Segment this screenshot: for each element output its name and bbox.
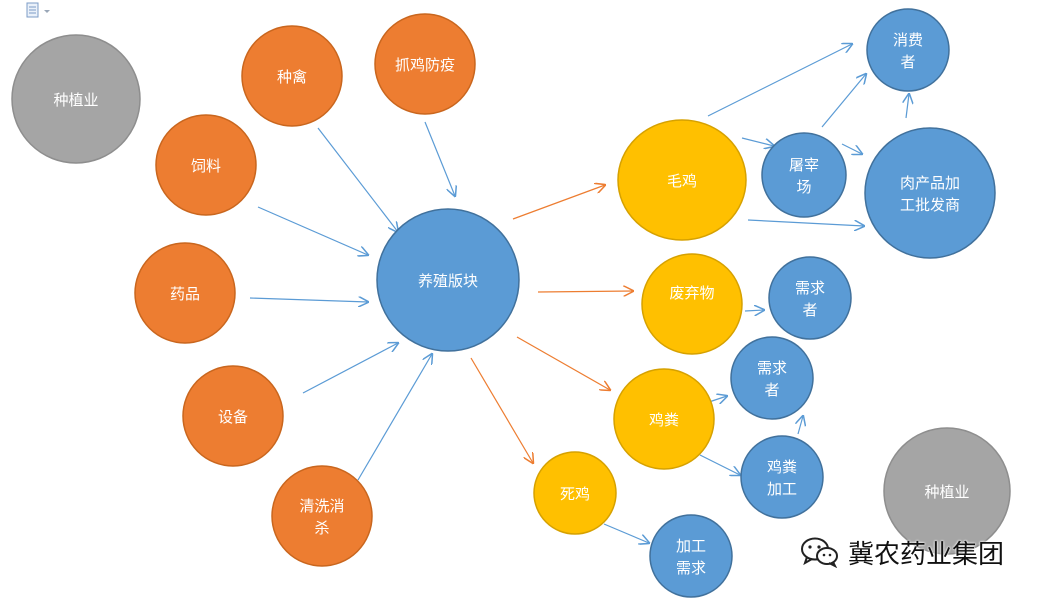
node-label: 鸡粪加工	[767, 458, 797, 498]
arrows-outputs	[470, 185, 633, 463]
arrow-live-chicken-to-meat	[747, 219, 864, 226]
arrows-inputs	[249, 121, 455, 481]
arrow-disinfection-to-farming	[357, 354, 432, 481]
node-label: 抓鸡防疫	[395, 56, 455, 74]
arrow-meat-to-consumer	[906, 94, 909, 119]
node-disinfection: 清洗消杀	[271, 465, 373, 567]
node-label: 毛鸡	[667, 172, 697, 190]
arrow-equipment-to-farming	[302, 343, 398, 394]
arrow-manure-to-demander	[708, 396, 727, 402]
node-label: 清洗消杀	[299, 497, 344, 537]
node-label: 废弃物	[669, 284, 714, 302]
node-equipment: 设备	[182, 365, 284, 467]
node-label: 肉产品加工批发商	[900, 174, 960, 214]
node-label: 种禽	[277, 68, 307, 86]
arrow-manure-to-processing	[699, 454, 740, 475]
node-live-chicken: 毛鸡	[617, 119, 747, 241]
node-medicine: 药品	[134, 242, 236, 344]
node-label: 饲料	[191, 157, 221, 175]
arrow-farming-to-dead-chicken	[470, 357, 533, 463]
arrow-dead-chicken-to-processing-demand	[603, 523, 649, 543]
node-planting-top: 种植业	[11, 34, 141, 164]
node-demander-waste: 需求者	[768, 256, 852, 340]
document-icon[interactable]	[24, 1, 60, 21]
node-planting-bottom: 种植业	[883, 427, 1011, 555]
arrow-slaughterhouse-to-consumer	[821, 74, 866, 128]
node-label: 消费者	[893, 31, 923, 71]
node-label: 种植业	[924, 483, 969, 501]
node-demander-manure: 需求者	[730, 336, 814, 420]
node-slaughterhouse: 屠宰场	[761, 132, 847, 218]
node-label: 养殖版块	[418, 272, 478, 290]
node-label: 加工需求	[676, 537, 706, 577]
node-label: 死鸡	[560, 485, 590, 503]
node-label: 设备	[218, 408, 248, 426]
node-label: 需求者	[795, 279, 825, 319]
node-label: 药品	[170, 285, 200, 303]
node-label: 屠宰场	[789, 156, 819, 196]
node-dead-chicken: 死鸡	[533, 451, 617, 535]
watermark-text: 冀农药业集团	[848, 539, 1005, 570]
arrow-waste-to-demander	[744, 310, 764, 311]
arrow-breeding-to-farming	[317, 127, 398, 232]
node-processing-demand: 加工需求	[649, 514, 733, 598]
arrow-live-chicken-to-consumer	[707, 44, 852, 117]
wechat-icon	[800, 536, 840, 568]
node-farming-sector: 养殖版块	[376, 208, 520, 352]
arrow-epidemic-to-farming	[424, 121, 455, 196]
arrow-farming-to-waste	[537, 291, 633, 292]
arrow-feed-to-farming	[257, 206, 368, 255]
node-feed: 饲料	[155, 114, 257, 216]
node-waste: 废弃物	[641, 253, 743, 355]
arrow-live-chicken-to-slaughterhouse	[741, 137, 774, 146]
watermark: 冀农药业集团	[800, 532, 1004, 572]
node-meat-processor: 肉产品加工批发商	[864, 127, 996, 259]
arrow-farming-to-manure	[516, 336, 610, 390]
node-epidemic-prevention: 抓鸡防疫	[374, 13, 476, 115]
node-label: 需求者	[757, 359, 787, 399]
node-chicken-manure: 鸡粪	[613, 368, 715, 470]
node-consumer: 消费者	[866, 8, 950, 92]
arrows-downstream	[603, 44, 909, 543]
node-label: 鸡粪	[649, 411, 679, 429]
arrow-processing-to-demander	[798, 416, 803, 435]
arrow-medicine-to-farming	[249, 298, 368, 302]
arrow-slaughterhouse-to-meat	[841, 143, 862, 154]
node-manure-processing: 鸡粪加工	[740, 435, 824, 519]
node-breeding-stock: 种禽	[241, 25, 343, 127]
arrow-farming-to-live-chicken	[512, 185, 605, 220]
node-label: 种植业	[53, 91, 98, 109]
